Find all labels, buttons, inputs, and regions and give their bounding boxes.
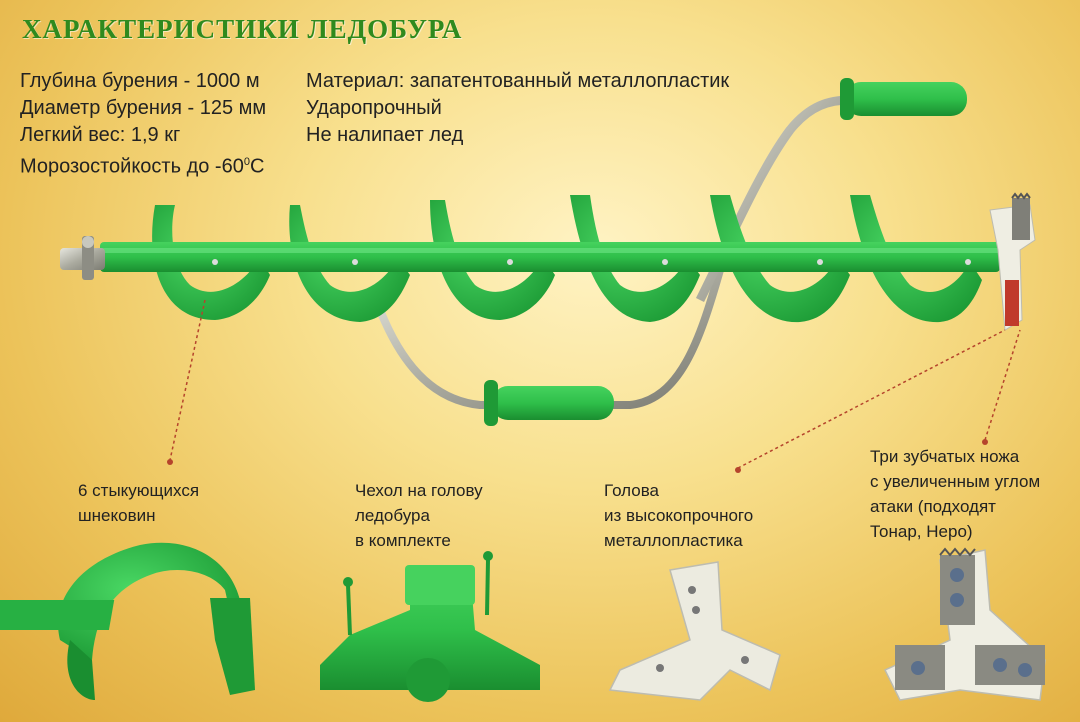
specs-right: Материал: запатентованный металлопластик… — [306, 68, 729, 149]
knife-blade-bottom — [1005, 280, 1019, 326]
spec-ice: Не налипает лед — [306, 124, 464, 146]
spec-impact: Ударопрочный — [306, 97, 442, 119]
ice-drill — [60, 78, 1036, 426]
spec-depth: Глубина бурения - 1000 м — [20, 70, 260, 92]
lower-crank-rod — [376, 268, 724, 409]
caption-head: Голова из высокопрочного металлопластика — [604, 481, 754, 550]
callout-lines — [169, 299, 1021, 469]
spec-diameter: Диаметр бурения - 125 мм — [20, 97, 267, 119]
head-cover-image — [320, 551, 540, 702]
caption-auger: 6 стыкующихся шнековин — [78, 481, 200, 525]
caption-cover: Чехол на голову ледобура в комплекте — [355, 481, 483, 550]
auger-section-image — [0, 542, 255, 700]
specs-left: Глубина бурения - 1000 м Диаметр бурения… — [20, 68, 266, 181]
auger-flights — [152, 195, 982, 323]
page-title: ХАРАКТЕРИСТИКИ ЛЕДОБУРА — [22, 14, 463, 44]
head-part-image — [608, 561, 781, 701]
spec-weight: Легкий вес: 1,9 кг — [20, 124, 181, 146]
spec-material: Материал: запатентованный металлопластик — [306, 70, 730, 92]
drill-head — [989, 192, 1036, 331]
auger-shaft — [100, 242, 1000, 272]
spec-frost: Морозостойкость до -600С — [20, 155, 265, 178]
knife-blade-top — [1012, 198, 1030, 240]
upper-handle-grip — [845, 82, 967, 116]
caption-knives: Три зубчатых ножа с увеличенным углом ат… — [870, 447, 1041, 541]
shaft-coupler — [60, 236, 105, 280]
knives-image — [883, 547, 1046, 701]
lower-handle-grip — [492, 386, 614, 420]
